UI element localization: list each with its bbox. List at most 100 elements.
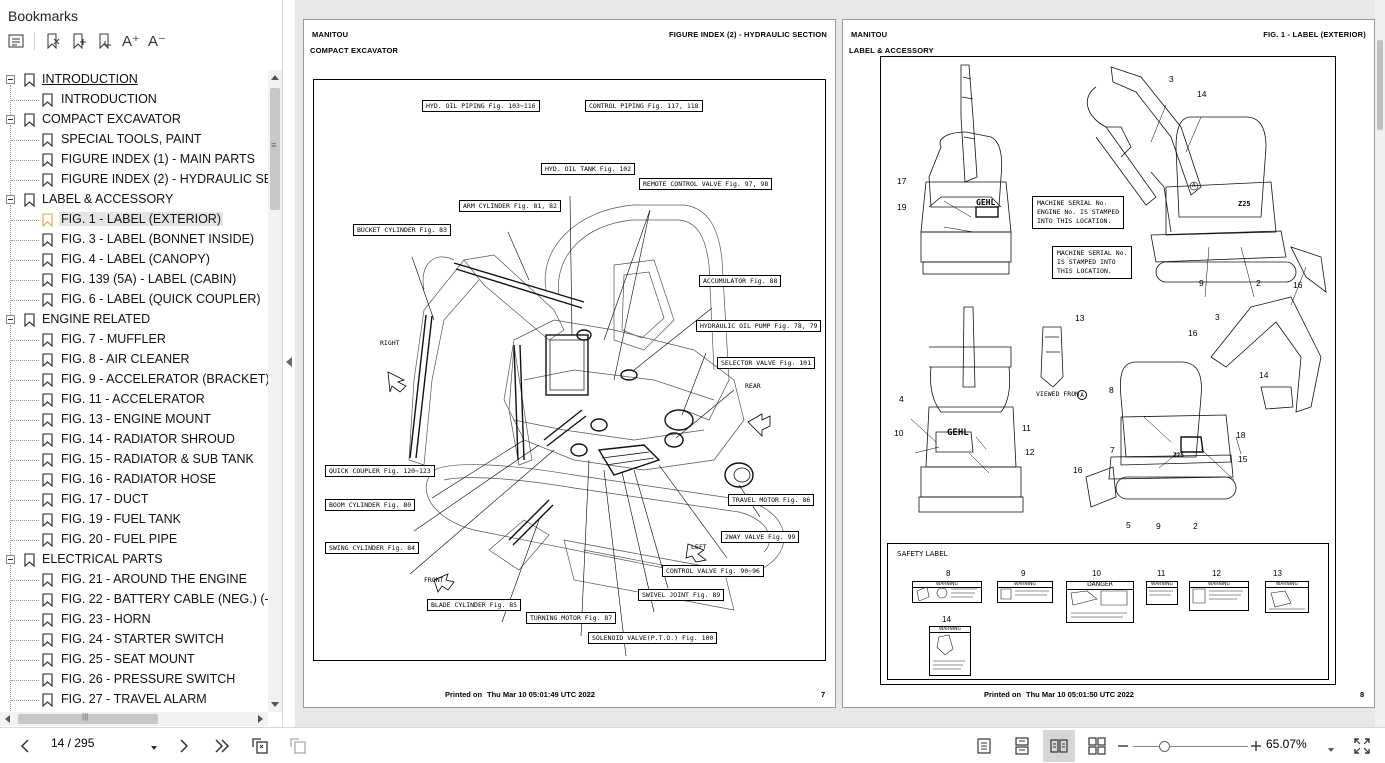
collapse-toggle-icon[interactable] xyxy=(6,195,15,204)
facing-continuous-view-button[interactable] xyxy=(1085,734,1109,758)
previous-page-button[interactable] xyxy=(14,734,38,758)
bookmark-item[interactable]: FIG. 15 - RADIATOR & SUB TANK xyxy=(0,450,268,470)
facing-pages-view-button[interactable] xyxy=(1043,730,1075,762)
single-page-view-button[interactable] xyxy=(972,734,996,758)
tree-connector xyxy=(11,640,39,641)
collapse-toggle-icon[interactable] xyxy=(6,75,15,84)
scroll-right-arrow-icon[interactable] xyxy=(258,715,263,723)
collapse-toggle-icon[interactable] xyxy=(6,315,15,324)
continuous-view-button[interactable] xyxy=(1010,734,1034,758)
bookmark-icon xyxy=(42,673,53,688)
zoom-slider-track[interactable] xyxy=(1133,746,1248,747)
bookmark-item[interactable]: FIG. 16 - RADIATOR HOSE xyxy=(0,470,268,490)
page-number-input[interactable] xyxy=(51,734,145,752)
bookmark-group[interactable]: COMPACT EXCAVATOR xyxy=(0,110,268,130)
bookmark-item[interactable]: FIG. 19 - FUEL TANK xyxy=(0,510,268,530)
bookmark-group[interactable]: LABEL & ACCESSORY xyxy=(0,190,268,210)
collapse-toggle-icon[interactable] xyxy=(6,555,15,564)
bookmark-item[interactable]: FIG. 1 - LABEL (EXTERIOR) xyxy=(0,210,268,230)
bookmark-group[interactable]: ENGINE RELATED xyxy=(0,310,268,330)
tree-connector xyxy=(11,440,39,441)
scrollbar-thumb[interactable]: ||| xyxy=(18,712,158,724)
gehl-front-badge: GEHL xyxy=(947,428,969,438)
scrollbar-thumb[interactable]: ≡ xyxy=(270,88,280,210)
safety-label-box xyxy=(887,543,1329,680)
print-date: Thu Mar 10 05:01:49 UTC 2022 xyxy=(487,690,595,699)
go-forward-view-button[interactable] xyxy=(286,734,310,758)
bookmark-item[interactable]: FIG. 4 - LABEL (CANOPY) xyxy=(0,250,268,270)
bookmark-item[interactable]: INTRODUCTION xyxy=(0,90,268,110)
bookmark-item[interactable]: SPECIAL TOOLS, PAINT xyxy=(0,130,268,150)
safety-label-10: DANGER xyxy=(1066,581,1134,623)
bookmark-item[interactable]: FIG. 22 - BATTERY CABLE (NEG.) (-) xyxy=(0,590,268,610)
bookmark-item[interactable]: FIG. 23 - HORN xyxy=(0,610,268,630)
page-dropdown-icon[interactable] xyxy=(151,746,157,750)
bookmarks-horizontal-scrollbar[interactable]: ||| xyxy=(0,712,268,726)
bookmark-label: FIG. 20 - FUEL PIPE xyxy=(61,532,178,546)
add-child-bookmark-icon[interactable] xyxy=(95,31,115,51)
view-a-circle: A xyxy=(1077,390,1087,400)
bookmark-icon xyxy=(42,353,53,368)
part-number: 15 xyxy=(1238,454,1248,464)
document-view[interactable]: MANITOU COMPACT EXCAVATOR FIGURE INDEX (… xyxy=(295,0,1375,727)
bookmark-item[interactable]: FIG. 24 - STARTER SWITCH xyxy=(0,630,268,650)
bookmark-label: FIG. 8 - AIR CLEANER xyxy=(61,352,190,366)
page-number-box[interactable] xyxy=(47,731,163,761)
bookmark-item[interactable]: FIG. 9 - ACCELERATOR (BRACKET) xyxy=(0,370,268,390)
bookmarks-vertical-scrollbar[interactable]: ≡ xyxy=(268,70,282,712)
bookmark-item[interactable]: FIG. 8 - AIR CLEANER xyxy=(0,350,268,370)
fullscreen-button[interactable] xyxy=(1350,734,1374,758)
bookmark-icon xyxy=(42,273,53,288)
zoom-level-box[interactable] xyxy=(1262,732,1340,760)
scrollbar-thumb[interactable] xyxy=(1377,40,1383,130)
bookmark-item[interactable]: FIG. 27 - TRAVEL ALARM xyxy=(0,690,268,710)
bookmark-item[interactable]: FIG. 20 - FUEL PIPE xyxy=(0,530,268,550)
go-back-view-button[interactable] xyxy=(248,734,272,758)
zoom-level-input[interactable] xyxy=(1266,735,1322,753)
delete-bookmark-icon[interactable] xyxy=(43,31,63,51)
bookmark-label: ELECTRICAL PARTS xyxy=(42,552,163,566)
scroll-grip: ||| xyxy=(82,712,89,721)
bookmark-item[interactable]: FIG. 13 - ENGINE MOUNT xyxy=(0,410,268,430)
safety-label-number: 12 xyxy=(1212,569,1221,578)
bookmark-item[interactable]: FIG. 3 - LABEL (BONNET INSIDE) xyxy=(0,230,268,250)
bookmark-item[interactable]: FIG. 6 - LABEL (QUICK COUPLER) xyxy=(0,290,268,310)
bookmark-item[interactable]: FIG. 14 - RADIATOR SHROUD xyxy=(0,430,268,450)
bookmark-item[interactable]: FIG. 139 (5A) - LABEL (CABIN) xyxy=(0,270,268,290)
bookmark-item[interactable]: FIG. 25 - SEAT MOUNT xyxy=(0,650,268,670)
zoom-slider-thumb[interactable] xyxy=(1158,741,1170,752)
bookmark-item[interactable]: FIG. 7 - MUFFLER xyxy=(0,330,268,350)
zoom-dropdown-icon[interactable] xyxy=(1328,748,1334,752)
bookmark-icon xyxy=(42,213,53,228)
bookmark-label: FIGURE INDEX (2) - HYDRAULIC SECTIO xyxy=(61,172,268,186)
collapse-toggle-icon[interactable] xyxy=(6,115,15,124)
expand-all-icon[interactable] xyxy=(6,31,26,51)
bookmark-group[interactable]: INTRODUCTION xyxy=(0,70,268,90)
scroll-up-arrow-icon[interactable] xyxy=(271,75,279,80)
part-number: 10 xyxy=(894,428,904,438)
part-number: 14 xyxy=(1259,370,1269,380)
bookmark-item[interactable]: FIGURE INDEX (2) - HYDRAULIC SECTIO xyxy=(0,170,268,190)
collapse-sidebar-icon[interactable] xyxy=(285,355,293,369)
part-number: 17 xyxy=(897,176,907,186)
bookmark-item[interactable]: FIG. 21 - AROUND THE ENGINE xyxy=(0,570,268,590)
bookmark-icon xyxy=(42,493,53,508)
font-increase-icon[interactable]: A⁺ xyxy=(122,33,140,50)
bookmark-item[interactable]: FIGURE INDEX (1) - MAIN PARTS xyxy=(0,150,268,170)
document-vertical-scrollbar[interactable] xyxy=(1375,0,1385,727)
next-page-button[interactable] xyxy=(171,734,195,758)
bookmark-item[interactable]: FIG. 11 - ACCELERATOR xyxy=(0,390,268,410)
bookmark-item[interactable]: FIG. 17 - DUCT xyxy=(0,490,268,510)
tree-connector xyxy=(11,480,39,481)
bookmark-group[interactable]: ELECTRICAL PARTS xyxy=(0,550,268,570)
bookmark-item[interactable]: FIG. 26 - PRESSURE SWITCH xyxy=(0,670,268,690)
last-page-button[interactable] xyxy=(210,734,234,758)
tree-connector xyxy=(11,340,39,341)
scroll-left-arrow-icon[interactable] xyxy=(5,715,10,723)
zoom-out-button[interactable] xyxy=(1113,734,1133,758)
scroll-down-arrow-icon[interactable] xyxy=(271,702,279,707)
zoom-in-button[interactable] xyxy=(1246,734,1266,758)
callout-2way-valve: 2WAY VALVE Fig. 99 xyxy=(721,531,800,543)
add-bookmark-icon[interactable] xyxy=(69,31,89,51)
font-decrease-icon[interactable]: A⁻ xyxy=(148,33,166,50)
